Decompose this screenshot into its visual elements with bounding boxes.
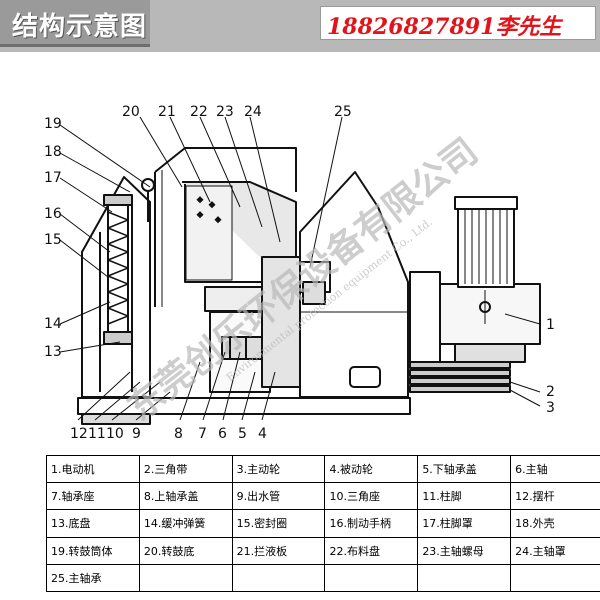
legend-cell: 11.柱脚 [417,482,512,511]
structure-diagram: 东莞创乐环保设备有限公司 Environmental protection eq… [44,104,555,442]
legend-cell: 12.摆杆 [510,482,600,511]
label-1: 1 [546,317,555,333]
parts-legend: 1.电动机 2.三角带 3.主动轮 4.被动轮 5.下轴承盖 6.主轴 7.轴承… [46,454,600,593]
contact-phone: 18826827891李先生 [327,14,562,40]
legend-cell: 10.三角座 [324,482,419,511]
legend-cell: 14.缓冲弹簧 [138,509,233,538]
label-16: 16 [44,206,62,222]
label-19: 19 [44,116,62,132]
legend-cell: 23.主轴螺母 [417,536,512,565]
legend-cell: 4.被动轮 [324,454,419,484]
label-22: 22 [190,104,208,120]
legend-cell: 18.外壳 [510,509,600,538]
legend-cell: 21.拦液板 [231,536,326,565]
motor-mount [439,283,541,345]
legend-cell: 17.柱脚罩 [417,509,512,538]
legend-cell: 19.转鼓筒体 [46,536,140,565]
legend-cell: 13.底盘 [46,509,140,538]
belt-stack [409,361,511,393]
legend-cell: 2.三角带 [138,454,233,484]
label-8: 8 [174,426,183,442]
label-3: 3 [546,400,555,416]
label-10: 10 [106,426,124,442]
legend-cell [138,563,233,593]
label-9: 9 [132,426,141,442]
phone-box: 18826827891李先生 [320,6,596,40]
page-title: 结构示意图 [12,12,148,42]
leg-housing [81,176,151,398]
legend-cell: 7.轴承座 [46,482,140,511]
legend-cell [324,563,419,593]
legend-cell: 25.主轴承 [46,563,140,593]
label-5: 5 [238,426,247,442]
label-11: 11 [88,426,106,442]
legend-cell: 5.下轴承盖 [417,454,512,484]
legend-cell [417,563,512,593]
label-14: 14 [44,316,62,332]
outer-casing [154,147,297,192]
legend-cell: 8.上轴承盖 [138,482,233,511]
header-tab: 结构示意图 [0,0,150,47]
label-24: 24 [244,104,262,120]
legend-cell: 9.出水管 [231,482,326,511]
label-21: 21 [158,104,176,120]
legend-cell: 16.制动手柄 [324,509,419,538]
label-17: 17 [44,170,62,186]
legend-cell: 22.布料盘 [324,536,419,565]
base-plate [77,397,411,415]
legend-cell: 20.转鼓底 [138,536,233,565]
label-7: 7 [198,426,207,442]
header-bar: 结构示意图 18826827891李先生 [0,0,600,52]
label-20: 20 [122,104,140,120]
label-15: 15 [44,232,62,248]
legend-row: 19.转鼓筒体 20.转鼓底 21.拦液板 22.布料盘 23.主轴螺母 24.… [46,536,600,565]
label-18: 18 [44,144,62,160]
legend-cell: 1.电动机 [46,454,140,484]
center-cone [299,171,409,398]
legend-row: 25.主轴承 [46,563,600,593]
part-labels: 19 18 17 16 15 14 13 20 21 22 23 24 25 1… [44,104,555,442]
label-25: 25 [334,104,352,120]
label-4: 4 [258,426,267,442]
legend-cell [510,563,600,593]
legend-cell: 24.主轴罩 [510,536,600,565]
label-13: 13 [44,344,62,360]
label-23: 23 [216,104,234,120]
legend-cell: 6.主轴 [510,454,600,484]
label-12: 12 [70,426,88,442]
legend-cell [231,563,326,593]
label-2: 2 [546,384,555,400]
legend-row: 13.底盘 14.缓冲弹簧 15.密封圈 16.制动手柄 17.柱脚罩 18.外… [46,509,600,538]
label-6: 6 [218,426,227,442]
legend-row: 1.电动机 2.三角带 3.主动轮 4.被动轮 5.下轴承盖 6.主轴 [46,454,600,484]
legend-cell: 3.主动轮 [231,454,326,484]
legend-row: 7.轴承座 8.上轴承盖 9.出水管 10.三角座 11.柱脚 12.摆杆 [46,482,600,511]
legend-cell: 15.密封圈 [231,509,326,538]
